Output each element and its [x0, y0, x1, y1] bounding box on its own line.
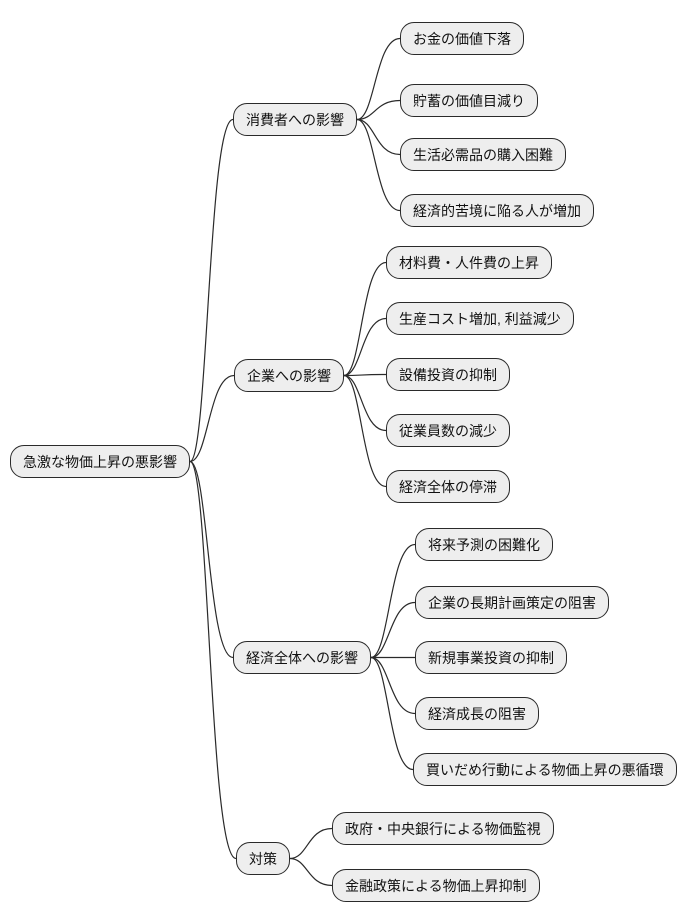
leaf-label: 材料費・人件費の上昇 — [399, 254, 539, 271]
branch-countermeasures[interactable]: 対策 — [236, 842, 290, 875]
leaf-savings-erosion[interactable]: 貯蓄の価値目減り — [400, 84, 538, 117]
leaf-label: 生産コスト増加, 利益減少 — [399, 310, 561, 327]
leaf-label: 企業の長期計画策定の阻害 — [428, 594, 596, 611]
leaf-future-forecast-difficulty[interactable]: 将来予測の困難化 — [415, 528, 553, 561]
leaf-label: 経済的苦境に陥る人が増加 — [413, 202, 581, 219]
leaf-capital-investment-restraint[interactable]: 設備投資の抑制 — [386, 358, 510, 391]
branch-label: 経済全体への影響 — [246, 649, 358, 666]
leaf-label: 買いだめ行動による物価上昇の悪循環 — [426, 761, 664, 778]
root-node-label: 急激な物価上昇の悪影響 — [23, 453, 177, 470]
leaf-label: 新規事業投資の抑制 — [428, 649, 554, 666]
root-node[interactable]: 急激な物価上昇の悪影響 — [10, 445, 190, 478]
leaf-government-price-monitoring[interactable]: 政府・中央銀行による物価監視 — [332, 812, 554, 845]
leaf-necessities-purchase-difficulty[interactable]: 生活必需品の購入困難 — [400, 138, 566, 171]
leaf-new-business-investment-restraint[interactable]: 新規事業投資の抑制 — [415, 641, 567, 674]
leaf-label: 金融政策による物価上昇抑制 — [345, 877, 527, 894]
leaf-label: 貯蓄の価値目減り — [413, 92, 525, 109]
leaf-hoarding-price-spiral[interactable]: 買いだめ行動による物価上昇の悪循環 — [413, 753, 677, 786]
branch-label: 対策 — [249, 850, 277, 867]
leaf-label: 経済成長の阻害 — [428, 705, 526, 722]
branch-company-impact[interactable]: 企業への影響 — [234, 359, 344, 392]
leaf-production-cost-up-profit-down[interactable]: 生産コスト増加, 利益減少 — [386, 302, 574, 335]
leaf-label: 将来予測の困難化 — [428, 536, 540, 553]
leaf-employee-reduction[interactable]: 従業員数の減少 — [386, 414, 510, 447]
leaf-material-labor-cost-rise[interactable]: 材料費・人件費の上昇 — [386, 246, 552, 279]
branch-consumer-impact[interactable]: 消費者への影響 — [233, 103, 357, 136]
leaf-economy-stagnation[interactable]: 経済全体の停滞 — [386, 470, 510, 503]
leaf-label: 従業員数の減少 — [399, 422, 497, 439]
leaf-label: 政府・中央銀行による物価監視 — [345, 820, 541, 837]
leaf-label: 生活必需品の購入困難 — [413, 146, 553, 163]
branch-label: 消費者への影響 — [246, 111, 344, 128]
branch-label: 企業への影響 — [247, 367, 331, 384]
branch-economy-impact[interactable]: 経済全体への影響 — [233, 641, 371, 674]
leaf-money-value-decline[interactable]: お金の価値下落 — [400, 22, 524, 55]
leaf-economic-growth-hindrance[interactable]: 経済成長の阻害 — [415, 697, 539, 730]
leaf-monetary-policy-restraint[interactable]: 金融政策による物価上昇抑制 — [332, 869, 540, 902]
leaf-label: 設備投資の抑制 — [399, 366, 497, 383]
leaf-longterm-planning-hindrance[interactable]: 企業の長期計画策定の阻害 — [415, 586, 609, 619]
leaf-label: 経済全体の停滞 — [399, 478, 497, 495]
leaf-increase-in-hardship[interactable]: 経済的苦境に陥る人が増加 — [400, 194, 594, 227]
leaf-label: お金の価値下落 — [413, 30, 511, 47]
